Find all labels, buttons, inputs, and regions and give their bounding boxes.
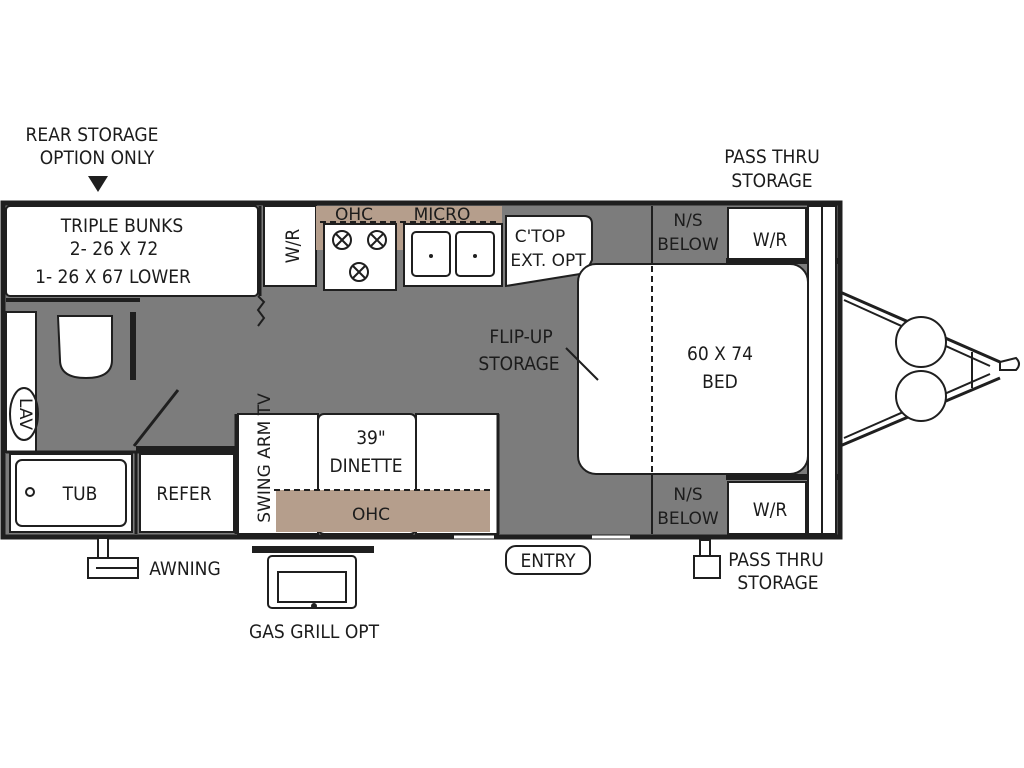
wardrobe-bottom-right-wall	[726, 474, 840, 480]
propane-tank-icon	[895, 370, 947, 422]
ns-below-top-line1: N/S	[673, 211, 702, 231]
flip-up-pointer	[565, 347, 599, 381]
bunks-label-line1: TRIPLE BUNKS	[60, 215, 184, 237]
ctop-label-line1: C'TOP	[515, 227, 566, 247]
toilet-icon	[56, 315, 113, 380]
ns-below-top-line2: BELOW	[657, 235, 719, 255]
gas-grill-knob-icon	[311, 603, 317, 609]
gas-grill-mount	[252, 546, 374, 553]
lav-label: LAV	[15, 398, 35, 430]
gas-grill-icon	[267, 555, 357, 609]
dinette-label-line2: DINETTE	[329, 455, 402, 477]
tub-drain-icon	[25, 487, 35, 497]
wardrobe-top-left	[263, 205, 317, 287]
drain-icon	[429, 254, 433, 258]
gas-grill-grate	[277, 571, 347, 603]
tub	[9, 453, 133, 533]
triple-bunks	[5, 205, 259, 297]
sink-basin-icon	[411, 231, 451, 277]
bunks-label-line3: 1- 26 X 67 LOWER	[35, 266, 191, 288]
coupler-icon	[999, 356, 1020, 371]
rear-storage-arrow-icon	[88, 176, 108, 192]
bed	[577, 263, 809, 475]
ohc-top-label: OHC	[335, 205, 373, 225]
awning-arm-icon	[87, 537, 139, 579]
wardrobe-bottom-right	[727, 481, 807, 535]
entry-badge	[505, 545, 591, 575]
ctop-label-line2: EXT. OPT	[510, 251, 586, 271]
burner-icon	[332, 230, 352, 250]
gas-grill-label: GAS GRILL OPT	[249, 621, 380, 643]
refer-label: REFER	[156, 483, 211, 505]
dinette-label-line1: 39"	[356, 427, 386, 449]
bed-label-line1: 60 X 74	[687, 343, 753, 365]
ns-below-bottom-line1: N/S	[673, 485, 702, 505]
micro-label: MICRO	[414, 205, 471, 225]
bed-label-line2: BED	[702, 371, 738, 393]
wardrobe-top-left-label: W/R	[282, 229, 304, 264]
overhead-cabinet-bottom	[276, 490, 490, 532]
drain-icon	[473, 254, 477, 258]
wardrobe-bottom-right-label: W/R	[753, 499, 788, 521]
pass-thru-top-label-line1: PASS THRU	[724, 146, 820, 168]
bunks-label-line2: 2- 26 X 72	[70, 238, 159, 260]
rear-storage-label-line1: REAR STORAGE	[26, 124, 159, 146]
tub-label: TUB	[62, 483, 98, 505]
lav-sink-icon	[9, 387, 39, 441]
ohc-bottom-label: OHC	[352, 505, 390, 525]
refer-wall	[136, 446, 236, 452]
wardrobe-top-right-wall	[726, 258, 840, 264]
tub-basin	[15, 459, 127, 527]
slide-door-icon	[256, 295, 266, 327]
pass-thru-bottom-label-line1: PASS THRU	[728, 549, 824, 571]
pass-thru-bottom-label-line2: STORAGE	[737, 572, 818, 594]
awning-label: AWNING	[149, 558, 220, 580]
sink-basin-icon	[455, 231, 495, 277]
entry-label: ENTRY	[520, 550, 576, 572]
trailer-outline	[0, 200, 843, 540]
swing-arm-tv-label: SWING ARM TV	[255, 393, 275, 523]
refrigerator	[139, 453, 235, 533]
wardrobe-top-right	[727, 207, 807, 263]
pass-thru-top-label-line2: STORAGE	[731, 170, 812, 192]
bath-vanity	[5, 311, 37, 453]
ns-below-bottom-line2: BELOW	[657, 509, 719, 529]
flip-up-label-line1: FLIP-UP	[489, 326, 552, 348]
propane-tank-icon	[895, 316, 947, 368]
bath-wall	[130, 312, 136, 380]
flip-up-label-line2: STORAGE	[478, 353, 559, 375]
rear-storage-label-line2: OPTION ONLY	[40, 147, 155, 169]
hitch-assembly	[839, 290, 1020, 448]
wardrobe-top-right-label: W/R	[753, 229, 788, 251]
bath-door	[132, 389, 180, 447]
burner-icon	[349, 262, 369, 282]
pass-thru-handle-icon	[693, 539, 721, 579]
burner-icon	[367, 230, 387, 250]
